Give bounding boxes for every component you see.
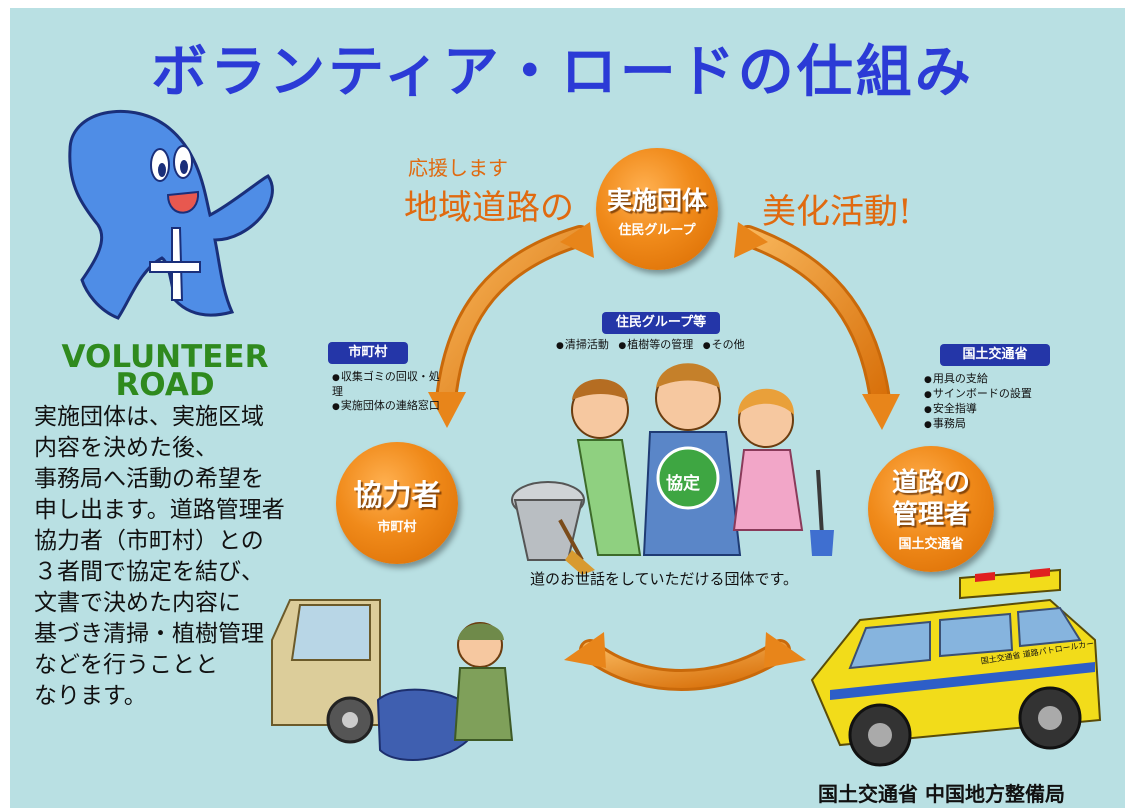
node-road-administrator-sub: 国土交通省 [898,536,964,552]
node-road-administrator-label: 道路の 管理者 [891,467,970,530]
residents-note-item: 植樹等の管理 [618,338,693,351]
node-implementing-group: 実施団体 住民グループ [596,148,718,270]
residents-note-item: その他 [703,338,745,351]
cycle-arrows [428,222,900,691]
municipality-notes: 収集ゴミの回収・処理 実施団体の連絡窓口 [332,370,442,414]
patrol-car-illustration [810,568,1102,767]
municipality-note-item: 収集ゴミの回収・処理 [332,370,442,399]
residents-note-item: 清掃活動 [556,338,609,351]
ministry-note-item: サインボードの設置 [924,387,1064,402]
ministry-notes: 用具の支給 サインボードの設置 安全指導 事務局 [924,372,1064,432]
description-text: 実施団体は、実施区域 内容を決めた後、 事務局へ活動の希望を 申し出ます。道路管… [34,404,285,709]
residents-group-illustration [511,363,834,575]
node-cooperator-sub: 市町村 [377,519,417,535]
slogan-small: 応援します [408,156,508,180]
residents-caption: 道のお世話をしていただける団体です。 [530,570,799,588]
slogan-right: 美化活動! [762,192,912,232]
node-implementing-group-label: 実施団体 [606,185,707,215]
node-implementing-group-sub: 住民グループ [618,222,696,238]
ministry-note-item: 安全指導 [924,402,1064,417]
garbage-truck-illustration [271,599,514,761]
node-cooperator: 協力者 市町村 [336,442,458,564]
logo-text-volunteer: VOLUNTEER [61,339,269,375]
slogan-left: 地域道路の [404,188,574,228]
residents-notes: 清掃活動 植樹等の管理 その他 [556,338,806,353]
mascot-illustration [68,109,274,320]
municipality-tag: 市町村 [328,342,408,364]
node-road-administrator: 道路の 管理者 国土交通省 [868,446,994,572]
footer-credit: 国土交通省 中国地方整備局 [818,782,1065,806]
ministry-tag: 国土交通省 [940,344,1050,366]
ministry-note-item: 用具の支給 [924,372,1064,387]
residents-tag: 住民グループ等 [602,312,720,334]
page-title: ボランティア・ロードの仕組み [151,40,974,105]
node-cooperator-label: 協力者 [353,477,441,512]
logo-text-road: ROAD [115,367,215,403]
municipality-note-item: 実施団体の連絡窓口 [332,399,442,414]
ministry-note-item: 事務局 [924,417,1064,432]
agreement-badge: 協定 [666,474,700,494]
